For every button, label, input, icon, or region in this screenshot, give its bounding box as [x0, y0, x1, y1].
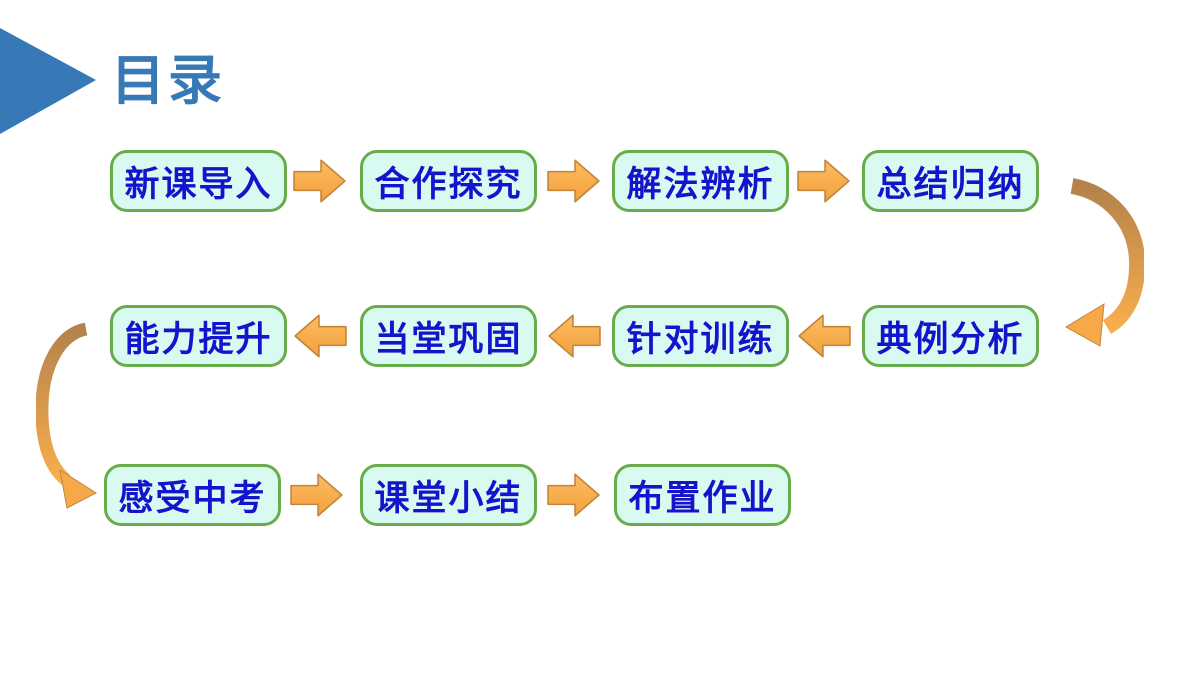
- flow-step-homework-assignment[interactable]: 布置作业: [614, 464, 791, 526]
- flow-arrow-right-icon: [547, 473, 600, 517]
- flow-step-method-discrimination[interactable]: 解法辨析: [612, 150, 789, 212]
- flow-step-ability-improvement[interactable]: 能力提升: [110, 305, 287, 367]
- page-title: 目录: [111, 51, 225, 111]
- flow-arrow-left-icon: [798, 314, 851, 358]
- flow-arrow-right-icon: [290, 473, 343, 517]
- flow-step-in-class-consolidation[interactable]: 当堂巩固: [360, 305, 537, 367]
- flow-arrow-left-icon: [548, 314, 601, 358]
- flow-arrow-right-icon: [547, 159, 600, 203]
- flow-arrow-right-icon: [797, 159, 850, 203]
- curve-arrow-down-left-icon: [1065, 178, 1144, 347]
- flow-step-typical-example-analysis[interactable]: 典例分析: [862, 305, 1039, 367]
- flow-step-exam-experience[interactable]: 感受中考: [104, 464, 281, 526]
- flow-step-cooperative-inquiry[interactable]: 合作探究: [360, 150, 537, 212]
- flow-arrow-right-icon: [293, 159, 346, 203]
- flow-step-new-lesson-intro[interactable]: 新课导入: [110, 150, 287, 212]
- title-triangle-icon: [0, 28, 96, 134]
- flow-step-lesson-summary[interactable]: 课堂小结: [360, 464, 537, 526]
- flow-step-targeted-training[interactable]: 针对训练: [612, 305, 789, 367]
- curve-arrow-down-right-icon: [36, 322, 98, 509]
- flow-step-summary-induction[interactable]: 总结归纳: [862, 150, 1039, 212]
- flow-arrow-left-icon: [294, 314, 347, 358]
